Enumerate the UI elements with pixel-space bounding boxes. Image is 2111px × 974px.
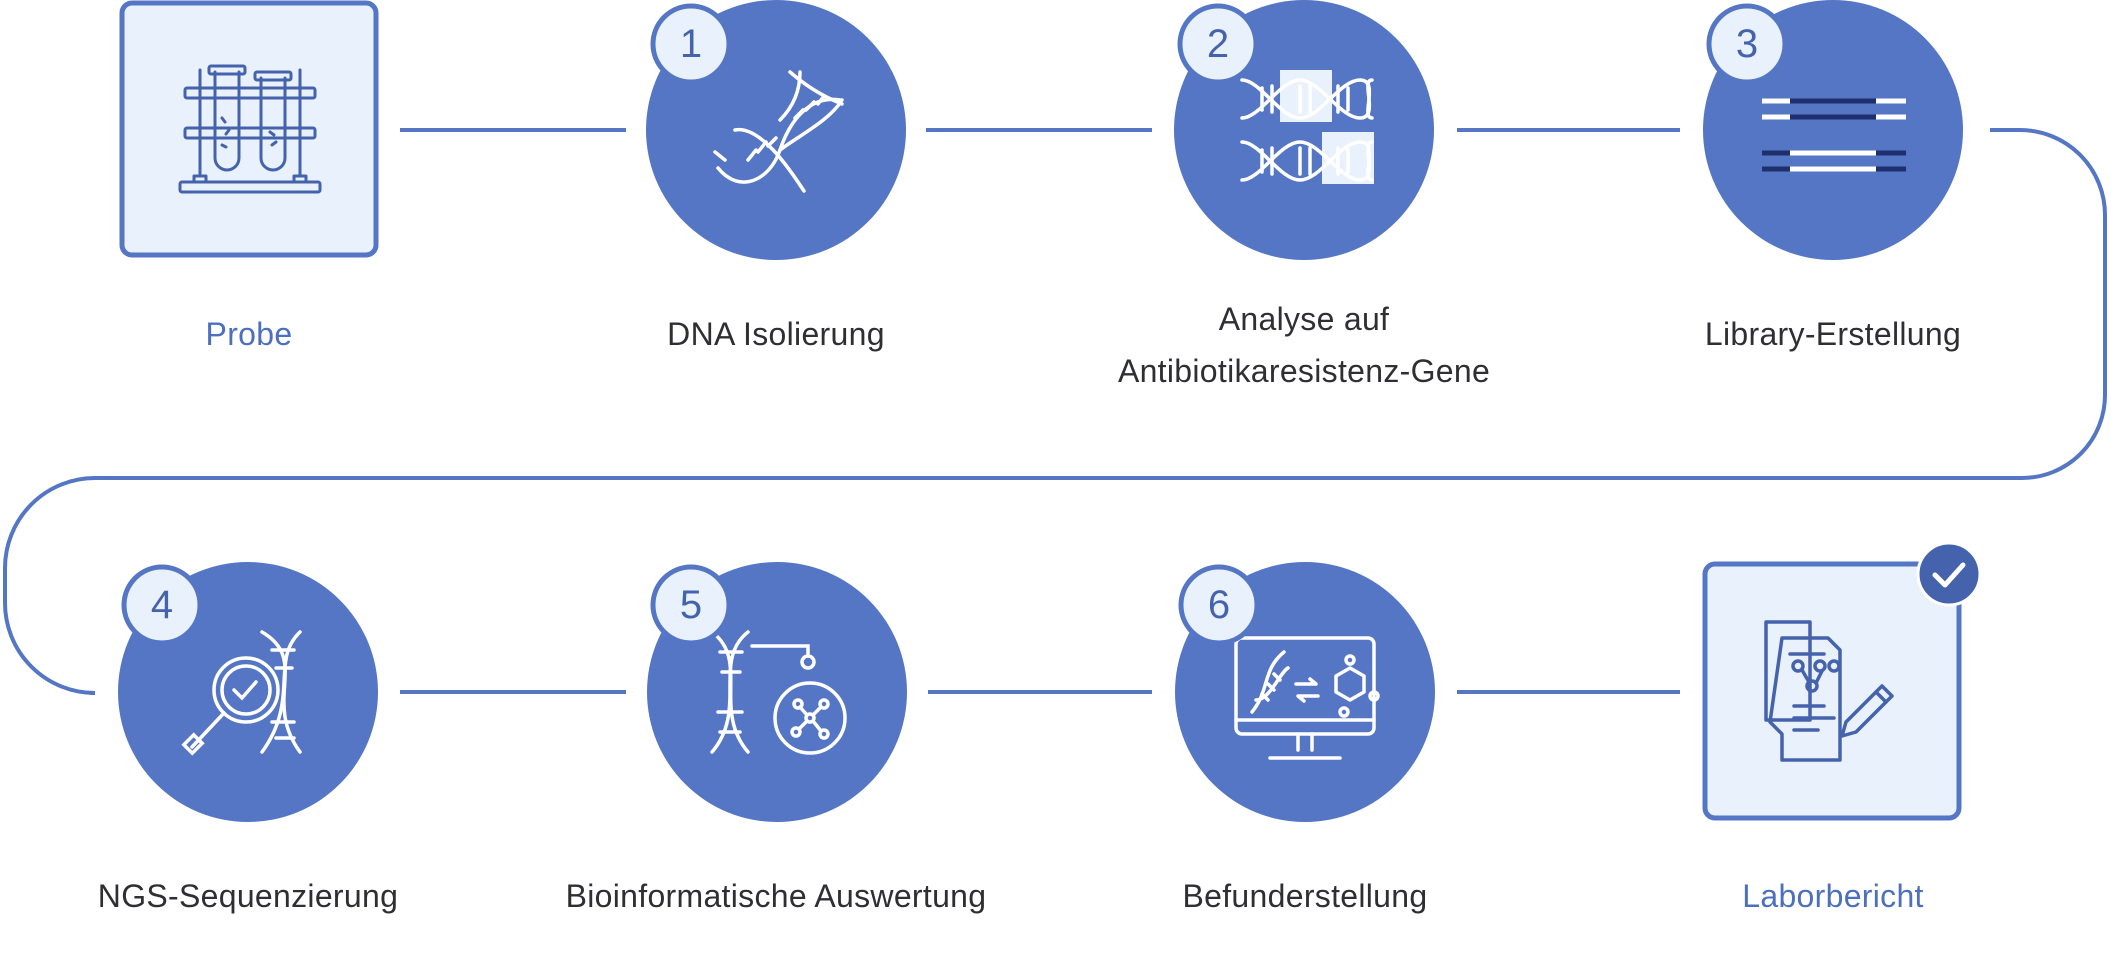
step-5-label: Bioinformatische Auswertung bbox=[496, 870, 1056, 922]
step-3: 3 bbox=[1703, 0, 1963, 260]
step-2-label: Analyse auf Antibiotikaresistenz-Gene bbox=[1024, 293, 1584, 397]
step-1: 1 bbox=[646, 0, 906, 260]
dna-magnifier-icon bbox=[181, 630, 302, 756]
check-icon bbox=[1932, 562, 1966, 588]
step-2-label-line-1: Analyse auf bbox=[1218, 301, 1390, 337]
step-3-number: 3 bbox=[1736, 22, 1758, 66]
connectors bbox=[3, 128, 2107, 695]
step-6-badge bbox=[1178, 564, 1260, 646]
step-6-label-text: Befunderstellung bbox=[1182, 878, 1428, 914]
step-5-number: 5 bbox=[680, 583, 702, 627]
step-6-label: Befunderstellung bbox=[1025, 870, 1585, 922]
step-5-label-text: Bioinformatische Auswertung bbox=[565, 878, 987, 914]
step-2-number: 2 bbox=[1207, 22, 1229, 66]
step-4-label: NGS-Sequenzierung bbox=[0, 870, 528, 922]
step-4-badge bbox=[121, 564, 203, 646]
step-3-label-text: Library-Erstellung bbox=[1704, 316, 1962, 352]
step-1-label: DNA Isolierung bbox=[496, 308, 1056, 360]
laborbericht-box bbox=[1702, 561, 1962, 821]
step-2: 2 bbox=[1174, 0, 1434, 260]
report-document-icon bbox=[1764, 620, 1894, 762]
library-strands-icon bbox=[1762, 98, 1906, 172]
step-4-label-text: NGS-Sequenzierung bbox=[97, 878, 399, 914]
laborbericht-label-text: Laborbericht bbox=[1742, 878, 1924, 914]
step-2-badge bbox=[1177, 3, 1259, 85]
dna-helix-icon bbox=[713, 70, 844, 193]
step-probe-label: Probe bbox=[0, 308, 529, 360]
dna-network-icon bbox=[710, 630, 847, 755]
step-3-badge bbox=[1706, 3, 1788, 85]
step-5: 5 bbox=[647, 562, 907, 822]
step-probe bbox=[119, 0, 379, 258]
step-laborbericht-label: Laborbericht bbox=[1553, 870, 2111, 922]
step-6-number: 6 bbox=[1208, 583, 1230, 627]
step-4-number: 4 bbox=[151, 583, 173, 627]
check-badge bbox=[1916, 541, 1982, 607]
step-laborbericht bbox=[1702, 541, 1982, 821]
gene-segments-icon bbox=[1240, 70, 1374, 184]
step-5-badge bbox=[650, 564, 732, 646]
test-tubes-icon bbox=[178, 64, 322, 194]
connector-3-to-4-wrap bbox=[3, 128, 2107, 695]
step-6: 6 bbox=[1175, 562, 1435, 822]
step-1-number: 1 bbox=[680, 22, 702, 66]
probe-label-text: Probe bbox=[205, 316, 293, 352]
step-4: 4 bbox=[118, 562, 378, 822]
step-3-label: Library-Erstellung bbox=[1553, 308, 2111, 360]
monitor-analysis-icon bbox=[1234, 636, 1380, 760]
step-1-badge bbox=[650, 3, 732, 85]
step-1-label-text: DNA Isolierung bbox=[667, 316, 885, 352]
step-2-label-line-2: Antibiotikaresistenz-Gene bbox=[1117, 353, 1491, 389]
